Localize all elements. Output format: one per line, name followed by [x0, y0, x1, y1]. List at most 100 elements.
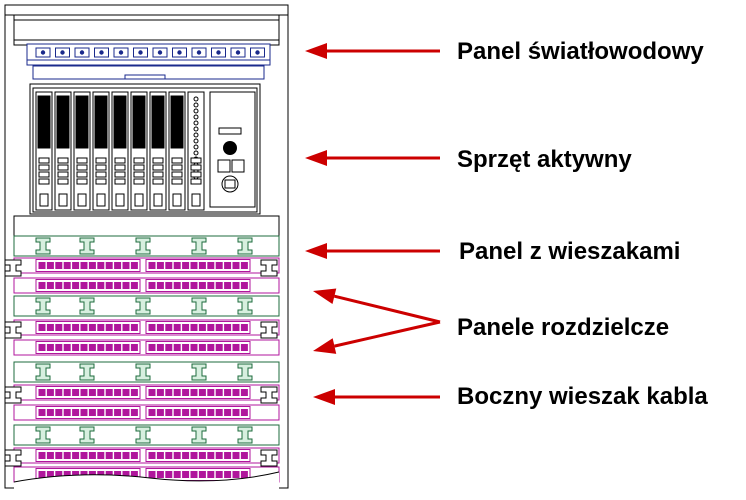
rj45-port — [190, 452, 198, 459]
rj45-port — [38, 389, 46, 396]
cable-hanger-icon — [191, 426, 207, 444]
patch-port-group — [35, 406, 141, 419]
rj45-port — [97, 389, 105, 396]
rj45-port — [224, 389, 232, 396]
rj45-port — [232, 452, 240, 459]
rj45-port — [88, 452, 96, 459]
cable-hanger-shape — [135, 363, 151, 381]
rj45-port — [156, 262, 164, 269]
cable-hanger-shape — [35, 363, 51, 381]
rj45-port — [207, 409, 215, 416]
rj45-port — [148, 452, 156, 459]
rj45-port — [165, 344, 173, 351]
rj45-port — [190, 409, 198, 416]
side-cable-hanger — [4, 259, 22, 277]
rj45-port — [232, 324, 240, 331]
cable-hanger-shape — [35, 426, 51, 444]
fiber-port-ferrule — [216, 50, 221, 55]
status-led — [193, 138, 199, 144]
rj45-port — [156, 389, 164, 396]
card-port — [133, 164, 145, 171]
cable-hanger-shape — [35, 237, 51, 255]
patch-panel — [13, 447, 280, 464]
card-port — [76, 164, 88, 171]
rj45-port — [114, 389, 122, 396]
cable-hanger-shape — [135, 237, 151, 255]
rj45-port — [46, 282, 54, 289]
cable-hanger-icon — [135, 237, 151, 255]
rj45-port — [63, 344, 71, 351]
rj45-port — [215, 389, 223, 396]
rj45-port — [232, 471, 240, 478]
active-equipment-chassis — [29, 83, 261, 215]
rj45-port — [63, 324, 71, 331]
label-hanger-panel: Panel z wieszakami — [459, 238, 681, 265]
rj45-port — [182, 324, 190, 331]
rj45-port — [198, 344, 206, 351]
patch-port-group — [35, 386, 141, 399]
rj45-port — [72, 262, 80, 269]
patch-port-group — [145, 449, 251, 462]
card-port — [152, 157, 164, 164]
rj45-port — [114, 282, 122, 289]
card-port — [38, 164, 50, 171]
status-led — [193, 150, 199, 156]
supervisor-port — [217, 159, 231, 173]
rj45-port — [80, 282, 88, 289]
side-cable-hanger — [260, 386, 278, 404]
rj45-port — [207, 262, 215, 269]
fiber-drawer-handle — [124, 74, 166, 80]
rj45-port — [38, 262, 46, 269]
cable-hanger-icon — [237, 297, 253, 315]
patch-panel — [13, 277, 280, 294]
rj45-port — [190, 324, 198, 331]
rj45-port — [55, 389, 63, 396]
rj45-port — [198, 409, 206, 416]
rj45-port — [165, 324, 173, 331]
rj45-port — [156, 409, 164, 416]
arrow-head — [305, 243, 327, 259]
rj45-port — [173, 409, 181, 416]
card-vent — [37, 95, 51, 149]
card-port — [114, 157, 126, 164]
rj45-port — [114, 452, 122, 459]
cable-hanger-shape — [237, 237, 253, 255]
rj45-port — [190, 282, 198, 289]
card-port — [38, 178, 50, 185]
cable-hanger-shape — [237, 297, 253, 315]
cable-hanger-icon — [135, 363, 151, 381]
rj45-port — [55, 452, 63, 459]
supervisor-port — [231, 159, 245, 173]
rj45-port — [46, 324, 54, 331]
rj45-port — [182, 282, 190, 289]
rj45-port — [130, 389, 138, 396]
card-port — [95, 171, 107, 178]
rj45-port — [240, 471, 248, 478]
patch-port-group — [145, 279, 251, 292]
rj45-port — [240, 389, 248, 396]
rj45-port — [173, 282, 181, 289]
rj45-port — [122, 409, 130, 416]
label-patch-panels: Panele rozdzielcze — [457, 314, 670, 341]
fiber-optic-panel — [26, 43, 271, 80]
card-port — [114, 164, 126, 171]
side-cable-hanger — [4, 386, 22, 404]
cable-hanger-shape — [135, 426, 151, 444]
rj45-port — [72, 324, 80, 331]
rj45-port — [182, 344, 190, 351]
arrow-left-icon — [313, 288, 441, 324]
rj45-port — [63, 262, 71, 269]
cable-hanger-shape — [135, 297, 151, 315]
rj45-port — [156, 471, 164, 478]
rj45-port — [46, 452, 54, 459]
rj45-port — [97, 409, 105, 416]
patch-port-group — [145, 259, 251, 272]
cable-hanger-icon — [35, 297, 51, 315]
rj45-port — [114, 262, 122, 269]
arrow-head — [313, 389, 335, 405]
rj45-port — [122, 344, 130, 351]
rj45-port — [173, 324, 181, 331]
rj45-port — [190, 471, 198, 478]
card-port — [133, 157, 145, 164]
